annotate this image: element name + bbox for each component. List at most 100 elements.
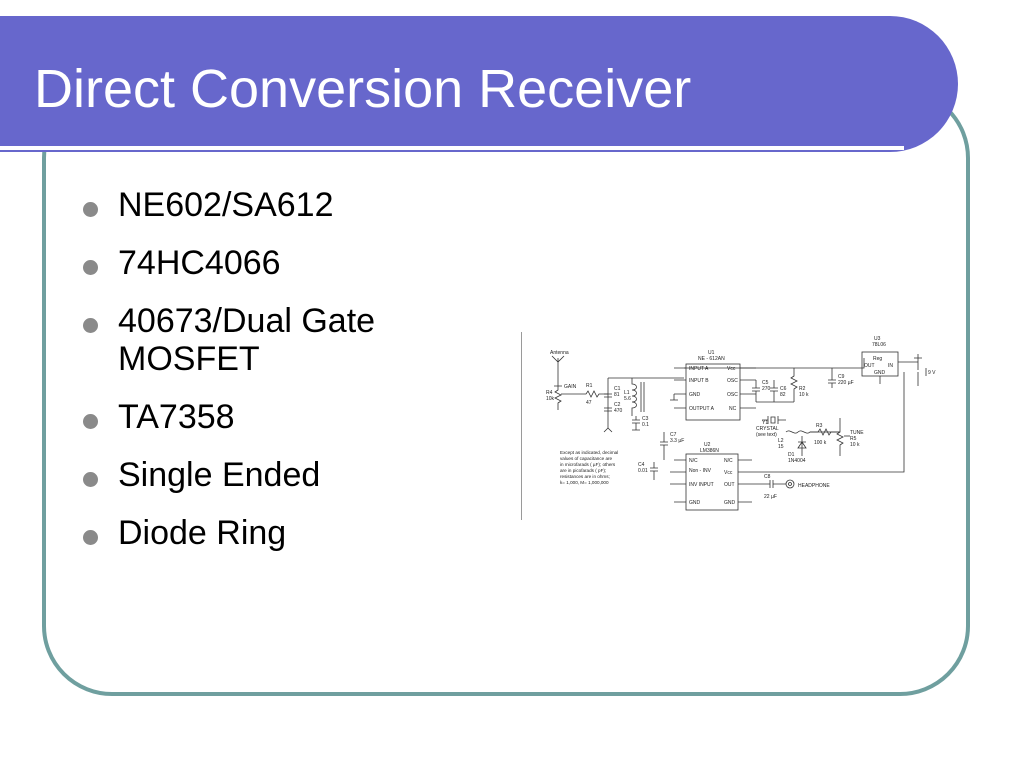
d1-label: D1 xyxy=(788,452,795,458)
bullet-text: NE602/SA612 xyxy=(118,186,334,224)
reg-out-label: OUT xyxy=(864,363,875,369)
bullet-dot-icon xyxy=(83,202,98,217)
r5-value: 10 k xyxy=(850,442,860,448)
u2-pin-gnd: GND xyxy=(689,500,701,506)
bullet-text: Single Ended xyxy=(118,456,321,494)
c8-label: C8 xyxy=(764,474,771,480)
u2-pin-nc-1: N/C xyxy=(689,458,698,464)
r4-value: 10k xyxy=(546,396,555,402)
slide-frame xyxy=(42,88,970,696)
inductor-icon xyxy=(631,378,637,416)
c1-value: 81 xyxy=(614,392,620,398)
bullet-dot-icon xyxy=(83,530,98,545)
antenna-label: Antenna xyxy=(550,350,569,356)
c6-label: C6 xyxy=(780,386,787,392)
tune-label: TUNE xyxy=(850,430,864,436)
gain-label: GAIN xyxy=(564,384,577,390)
bullet-list: NE602/SA612 74HC4066 40673/Dual Gate MOS… xyxy=(80,186,460,572)
bullet-text: TA7358 xyxy=(118,398,235,436)
bullet-dot-icon xyxy=(83,472,98,487)
title-bar: Direct Conversion Receiver xyxy=(0,16,958,152)
y1-note: (see text) xyxy=(756,432,777,438)
u3-part: 78L06 xyxy=(872,342,886,348)
u3-ref: U3 xyxy=(874,336,881,342)
bullet-item: Single Ended xyxy=(80,456,460,494)
bullet-item: Diode Ring xyxy=(80,514,460,552)
c4-value: 0.01 xyxy=(638,468,648,474)
u2-ref: U2 xyxy=(704,442,711,448)
note-line-4: are in picofarads ( pF); xyxy=(560,468,606,473)
r2-value: 10 k xyxy=(799,392,809,398)
reg-gnd-label: GND xyxy=(874,370,886,376)
c7-label: C7 xyxy=(670,432,677,438)
u1-pin-input-a: INPUT A xyxy=(689,366,709,372)
note-line-1: Except as indicated, decimal xyxy=(560,450,618,455)
note-line-6: k= 1,000, M= 1,000,000 xyxy=(560,480,609,485)
c7-value: 3.3 µF xyxy=(670,438,684,444)
reg-label: Reg xyxy=(873,356,882,362)
c3-value: 0.1 xyxy=(642,422,649,428)
title-underline xyxy=(0,146,904,150)
l1-value: 5.6 xyxy=(624,396,631,402)
c9-label: C9 xyxy=(838,374,845,380)
u1-pin-input-b: INPUT B xyxy=(689,378,709,384)
bullet-item: NE602/SA612 xyxy=(80,186,460,224)
u2-pin-non-inv: Non - INV xyxy=(689,468,712,474)
bullet-text: 40673/Dual Gate MOSFET xyxy=(118,302,376,378)
u2-part: LM386N xyxy=(700,448,719,454)
u1-part: NE - 612AN xyxy=(698,356,725,362)
y1-value: CRYSTAL xyxy=(756,426,779,432)
c9-value: 220 µF xyxy=(838,380,854,386)
u1-pin-vcc: Vcc xyxy=(727,366,736,372)
d1-value: 1N4004 xyxy=(788,458,806,464)
u2-pin-gnd-2: GND xyxy=(724,500,736,506)
headphone-label: HEADPHONE xyxy=(798,483,830,489)
slide-title: Direct Conversion Receiver xyxy=(34,59,692,119)
u2-pin-nc-2: N/C xyxy=(724,458,733,464)
receiver-schematic: Antenna GAIN R4 10k R1 47 C1 81 C2 470 L… xyxy=(546,336,936,511)
r4-label: R4 xyxy=(546,390,553,396)
bullet-dot-icon xyxy=(83,260,98,275)
bullet-text: Diode Ring xyxy=(118,514,287,552)
bullet-dot-icon xyxy=(83,318,98,333)
note-line-2: values of capacitance are xyxy=(560,456,613,461)
bullet-text: 74HC4066 xyxy=(118,244,281,282)
c4-label: C4 xyxy=(638,462,645,468)
r1-value: 47 xyxy=(586,400,592,406)
u1-pin-osc-2: OSC xyxy=(727,392,738,398)
u1-pin-output-a: OUTPUT A xyxy=(689,406,715,412)
antenna-icon xyxy=(551,355,565,376)
c8-value: 22 µF xyxy=(764,494,777,500)
r5-label: R5 xyxy=(850,436,857,442)
note-line-5: resistances are in ohms; xyxy=(560,474,610,479)
c1-label: C1 xyxy=(614,386,621,392)
c5-label: C5 xyxy=(762,380,769,386)
c2-value: 470 xyxy=(614,408,623,414)
y1-label: Y1 xyxy=(762,420,768,426)
u1-ref: U1 xyxy=(708,350,715,356)
bullet-item: TA7358 xyxy=(80,398,460,436)
reg-in-label: IN xyxy=(888,363,893,369)
battery-label: 9 V xyxy=(928,370,936,376)
bullet-item: 40673/Dual Gate MOSFET xyxy=(80,302,460,378)
l2-value: 15 xyxy=(778,444,784,450)
note-line-3: in microfarads ( µF); others xyxy=(560,462,616,467)
bullet-dot-icon xyxy=(83,414,98,429)
l1-label: L1 xyxy=(624,390,630,396)
c2-label: C2 xyxy=(614,402,621,408)
schematic-left-edge xyxy=(521,332,522,520)
r3-label: R3 xyxy=(816,423,823,429)
r1-label: R1 xyxy=(586,383,593,389)
c5-value: 270 xyxy=(762,386,771,392)
c6-value: 82 xyxy=(780,392,786,398)
u1-pin-osc-1: OSC xyxy=(727,378,738,384)
r2-label: R2 xyxy=(799,386,806,392)
u1-pin-nc: NC xyxy=(729,406,737,412)
l2-label: L2 xyxy=(778,438,784,444)
r3-value: 100 k xyxy=(814,440,827,446)
u1-pin-gnd: GND xyxy=(689,392,701,398)
u2-pin-out: OUT xyxy=(724,482,735,488)
c3-label: C3 xyxy=(642,416,649,422)
u2-pin-inv-input: INV INPUT xyxy=(689,482,714,488)
u2-pin-vcc: Vcc xyxy=(724,470,733,476)
